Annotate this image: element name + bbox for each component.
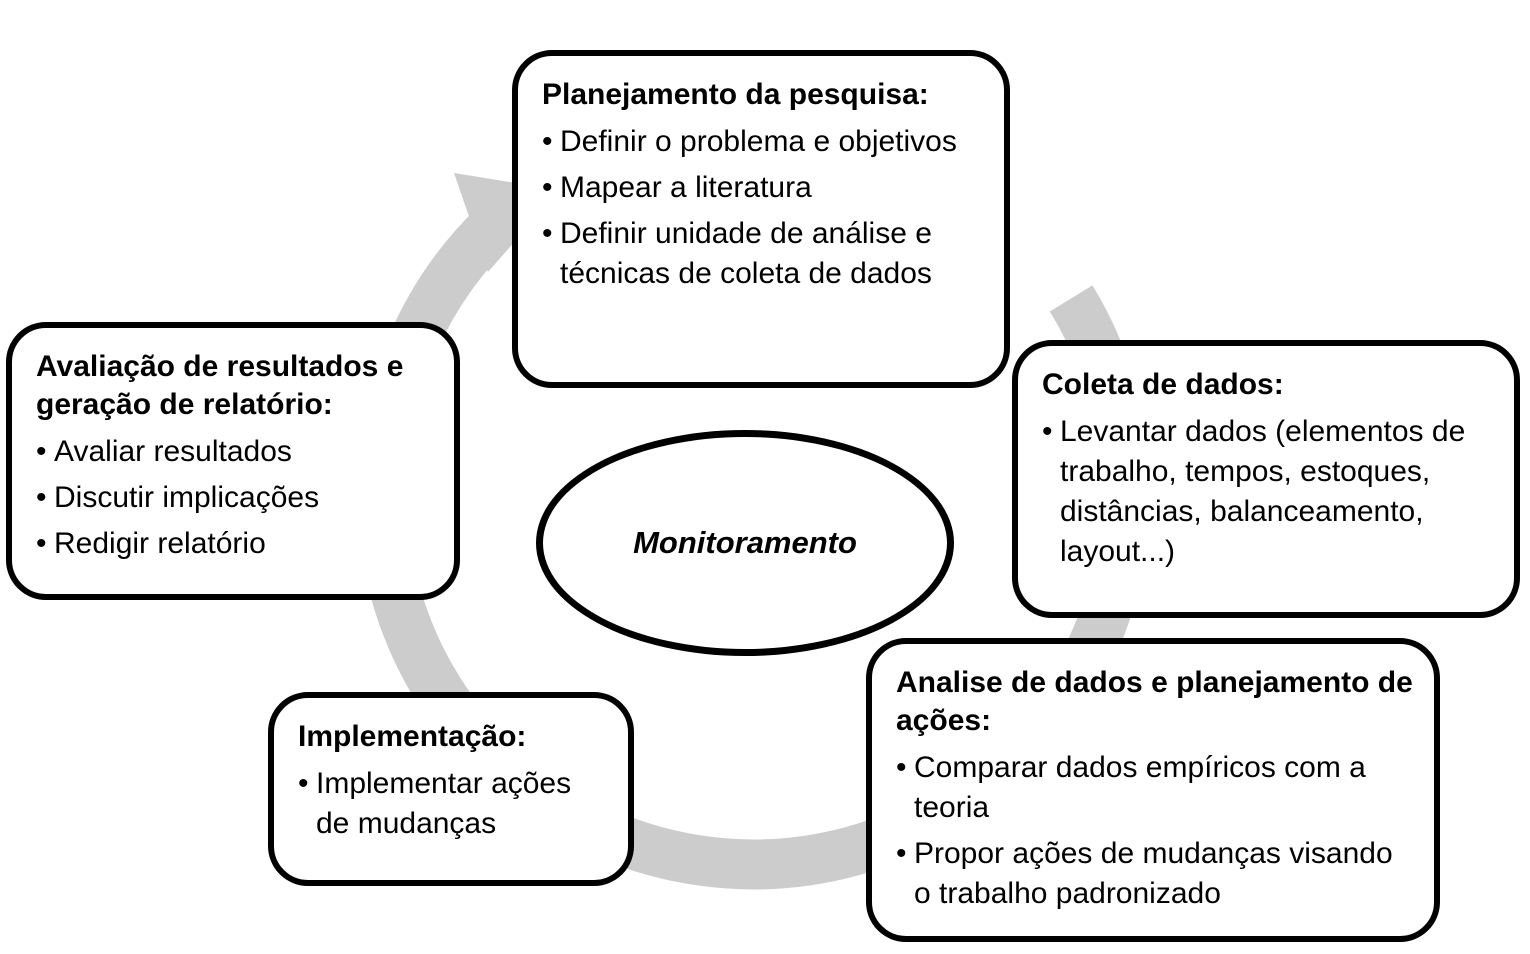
step-item: Redigir relatório — [36, 524, 434, 564]
center-label: Monitoramento — [633, 525, 857, 560]
step-item: Mapear a literatura — [542, 168, 984, 208]
step-items: Avaliar resultados Discutir implicações … — [36, 432, 434, 564]
step-item: Implementar ações de mudanças — [298, 764, 608, 844]
step-items: Comparar dados empíricos com a teoria Pr… — [896, 748, 1414, 914]
step-title: Implementação: — [298, 720, 527, 753]
step-implementation: Implementação: Implementar ações de muda… — [268, 692, 634, 886]
center-ellipse: Monitoramento — [536, 430, 954, 656]
step-item: Definir unidade de análise e técnicas de… — [542, 214, 984, 294]
step-title: Avaliação de resultados e geração de rel… — [36, 350, 404, 421]
step-items: Definir o problema e objetivos Mapear a … — [542, 122, 984, 294]
step-item: Definir o problema e objetivos — [542, 122, 984, 162]
step-item: Comparar dados empíricos com a teoria — [896, 748, 1414, 828]
step-items: Implementar ações de mudanças — [298, 764, 608, 844]
step-data-analysis: Analise de dados e planejamento de ações… — [866, 638, 1440, 942]
step-item: Levantar dados (elementos de trabalho, t… — [1042, 412, 1494, 572]
step-research-planning: Planejamento da pesquisa: Definir o prob… — [512, 50, 1010, 388]
step-title: Planejamento da pesquisa: — [542, 78, 929, 111]
step-title: Analise de dados e planejamento de ações… — [896, 666, 1413, 737]
step-title: Coleta de dados: — [1042, 368, 1284, 401]
step-item: Propor ações de mudanças visando o traba… — [896, 834, 1414, 914]
step-items: Levantar dados (elementos de trabalho, t… — [1042, 412, 1494, 572]
step-item: Avaliar resultados — [36, 432, 434, 472]
step-item: Discutir implicações — [36, 478, 434, 518]
step-evaluation-report: Avaliação de resultados e geração de rel… — [6, 322, 460, 600]
step-data-collection: Coleta de dados: Levantar dados (element… — [1012, 340, 1520, 618]
